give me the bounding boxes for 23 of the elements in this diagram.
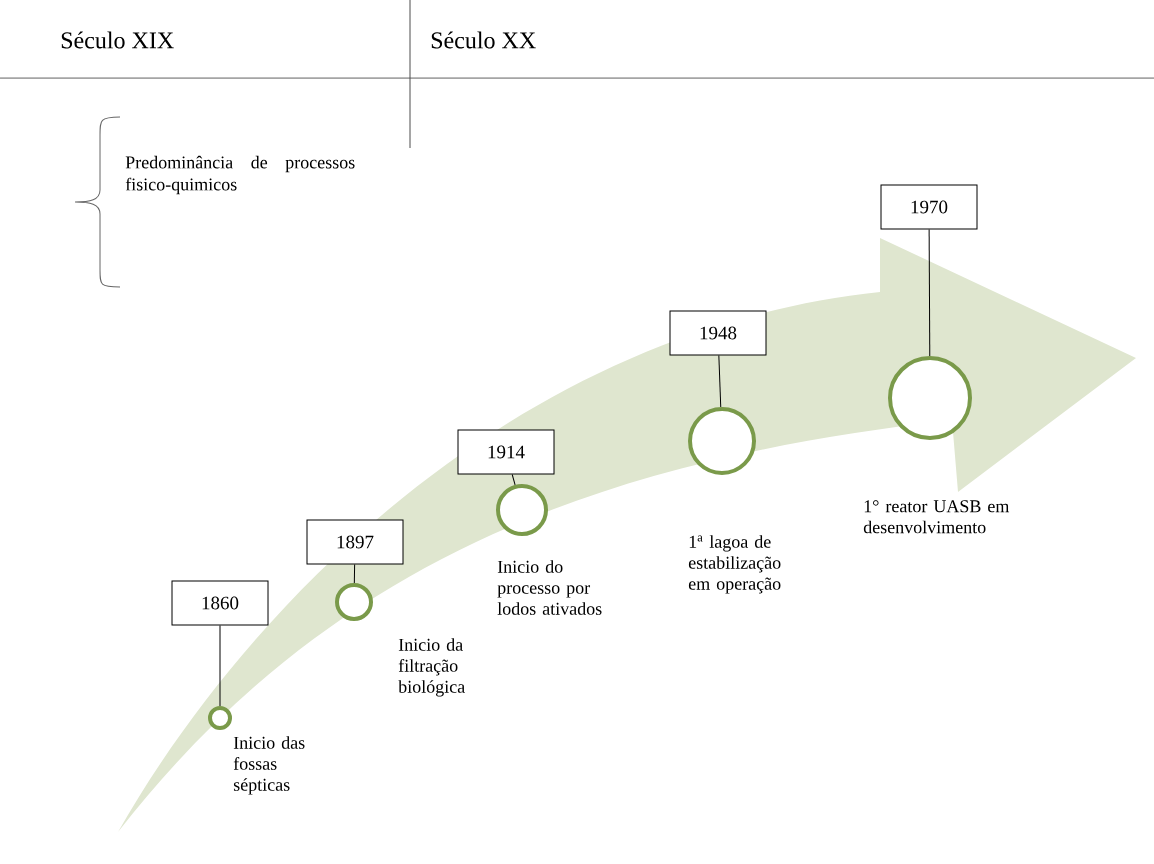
connector-line: [511, 474, 516, 486]
year-box: 1914: [457, 429, 555, 475]
connector-line: [928, 229, 931, 357]
connector-line: [718, 355, 722, 408]
circle-marker: [208, 706, 232, 730]
event-description: 1$^{a}$ lagoa de estabilização em operação: [688, 535, 781, 594]
century-heading: Século XIX: [61, 31, 174, 49]
year-box: 1970: [880, 184, 978, 230]
circle-marker: [335, 583, 373, 621]
circle-marker: [888, 356, 972, 440]
connector-line: [219, 625, 221, 707]
event-description: Inicio do processo por lodos ativados: [497, 560, 602, 615]
year-box: 1860: [171, 580, 269, 626]
circle-marker: [496, 484, 548, 536]
year-box: 1897: [306, 519, 404, 565]
event-description: Inicio das fossas sépticas: [233, 736, 305, 795]
circle-marker: [688, 407, 756, 475]
connector-line: [353, 564, 356, 584]
event-description: Inicio da filtração biológica: [398, 638, 465, 697]
century-heading: Século XX: [431, 31, 536, 49]
year-box: 1948: [669, 310, 767, 356]
event-description: 1° reator UASB em desenvolvimento: [863, 500, 1010, 534]
note-text: Predominância de processos fisico-quimicos: [125, 155, 355, 195]
